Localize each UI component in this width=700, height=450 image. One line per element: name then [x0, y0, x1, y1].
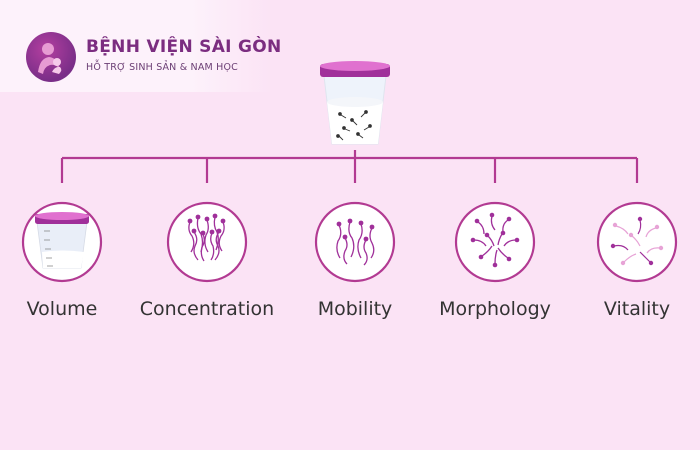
swimming-sperm-icon [336, 221, 375, 266]
node-vitality-circle [596, 201, 678, 283]
node-label-volume: Volume [26, 298, 98, 320]
node-volume-circle [21, 201, 103, 283]
node-label-concentration: Concentration [139, 298, 275, 320]
connector-lines [60, 150, 639, 183]
node-mobility-circle [314, 201, 396, 283]
node-label-vitality: Vitality [603, 298, 671, 320]
mother-child-logo-icon [26, 32, 76, 82]
measuring-cup-icon [35, 212, 89, 269]
node-morphology-circle [454, 201, 536, 283]
brand-header: BỆNH VIỆN SÀI GÒN HỖ TRỢ SINH SẢN & NAM … [0, 0, 281, 92]
node-label-morphology: Morphology [439, 298, 551, 320]
brand-title: BỆNH VIỆN SÀI GÒN [86, 37, 282, 57]
node-label-mobility: Mobility [317, 298, 393, 320]
specimen-cup-icon [320, 61, 390, 145]
node-concentration-circle [166, 201, 248, 283]
live-dead-sperm-icon [613, 219, 661, 263]
brand-subtitle: HỖ TRỢ SINH SẢN & NAM HỌC [86, 62, 238, 73]
